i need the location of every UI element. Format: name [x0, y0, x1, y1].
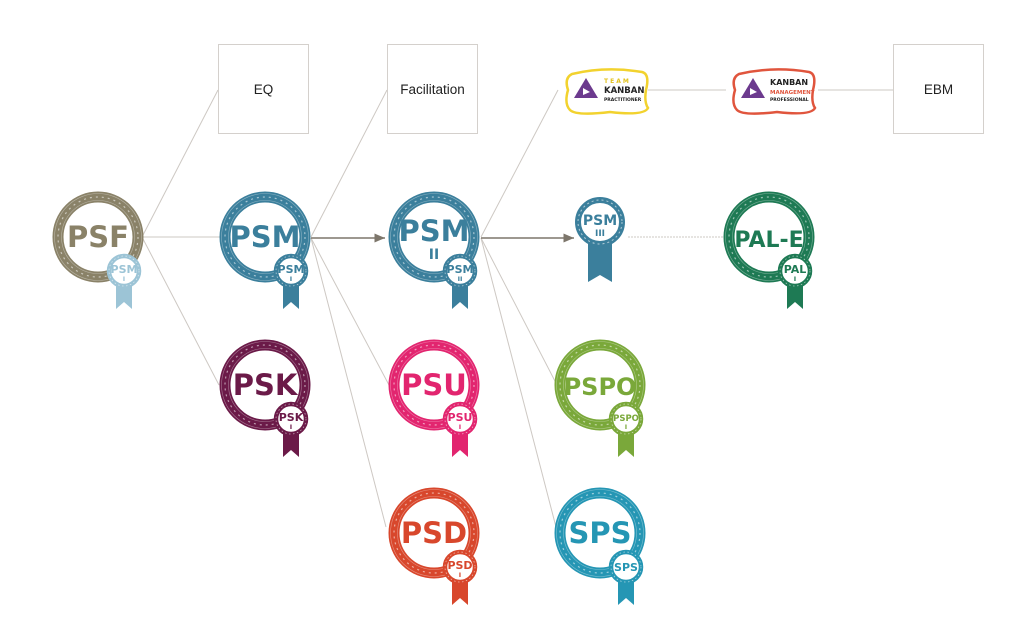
- tkp-line2: KANBAN: [604, 86, 644, 96]
- seal-level: I: [625, 423, 627, 431]
- connector-psf-psk: [141, 236, 220, 386]
- seal-label: PSD: [447, 559, 472, 572]
- seal-label: PAL: [784, 263, 807, 276]
- kmp-line2: MANAGEMENT: [770, 90, 815, 96]
- kmp-line1: KANBAN: [770, 78, 808, 87]
- connector-psm-psd: [310, 237, 387, 528]
- ebm-label: EBM: [923, 81, 954, 97]
- badge-ribbon: [588, 236, 612, 282]
- seal-level: II: [458, 275, 463, 283]
- kanban-logo-icon: [741, 78, 765, 98]
- badge-title: PSM: [583, 213, 617, 229]
- seal-level: I: [459, 423, 461, 431]
- badge-title: SPS: [568, 516, 631, 550]
- tkp-line1: TEAM: [604, 78, 631, 85]
- badge-sps[interactable]: SPS SPS: [554, 487, 646, 606]
- eq-label: EQ: [253, 81, 274, 97]
- seal-level: I: [290, 275, 292, 283]
- badge-title: PSD: [401, 516, 467, 550]
- badge-title: PSK: [233, 368, 299, 402]
- connector-psm-psu: [310, 237, 390, 386]
- seal-level: I: [459, 571, 461, 579]
- seal-label: PSM: [447, 263, 474, 276]
- ebm-box[interactable]: EBM: [893, 44, 984, 134]
- badge-title: PSF: [67, 220, 129, 254]
- connector-psm-facilitation: [310, 89, 388, 238]
- seal-level: I: [123, 275, 125, 283]
- kanban-management-professional-badge: KANBAN MANAGEMENT PROFESSIONAL: [732, 68, 817, 115]
- seal-label: PSM: [278, 263, 305, 276]
- tkp-line3: PRACTITIONER: [604, 97, 642, 103]
- eq-box[interactable]: EQ: [218, 44, 309, 134]
- seal-label: PSK: [279, 411, 304, 424]
- badge-title: PSM: [399, 214, 470, 248]
- seal: SPS: [608, 549, 644, 605]
- connector-psm2-sps: [480, 237, 557, 528]
- kanban-logo-icon: [574, 78, 598, 98]
- facilitation-box[interactable]: Facilitation: [387, 44, 478, 134]
- seal-label: PSU: [448, 411, 473, 424]
- badge-title: PSU: [401, 368, 467, 402]
- seal-label: PSM: [111, 263, 138, 276]
- badge-subtitle: III: [595, 229, 605, 239]
- team-kanban-practitioner-badge: TEAM KANBAN PRACTITIONER: [565, 68, 650, 115]
- seal-level: I: [290, 423, 292, 431]
- seal-level: I: [794, 275, 796, 283]
- connector-psm2-pspo: [480, 237, 558, 386]
- seal-label: PSPO: [613, 414, 639, 424]
- badge-title: PSPO: [564, 373, 637, 401]
- facilitation-label: Facilitation: [400, 81, 465, 97]
- seal-label: SPS: [614, 561, 638, 574]
- badge-subtitle: II: [429, 247, 439, 263]
- kmp-line3: PROFESSIONAL: [770, 97, 809, 103]
- connector-psf-eq: [141, 89, 219, 238]
- connector-psm2-kanban: [480, 89, 559, 238]
- badge-title: PSM: [230, 220, 301, 254]
- connectors: [141, 89, 893, 528]
- badge-title: PAL-E: [734, 228, 803, 253]
